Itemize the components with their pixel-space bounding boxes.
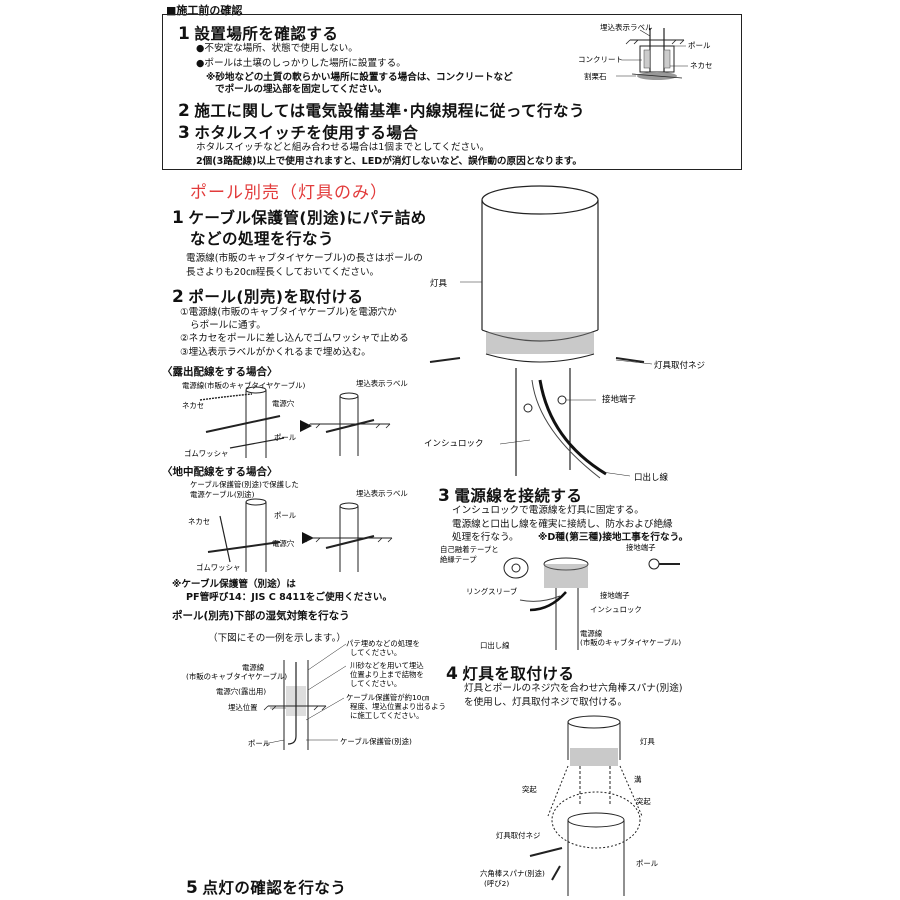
burial-diagram: 埋込表示ラベル ポール コンクリート ネカセ 割栗石: [578, 22, 713, 81]
moisture-note-3b: 程度、埋込位置より出るよう: [350, 702, 446, 711]
moisture-cable-b: (市販のキャブタイヤケーブル): [186, 672, 287, 681]
main-step-1-line-2: 長さよりも20㎝程長くしておいてください。: [186, 267, 380, 278]
pipe-note-1: ※ケーブル保護管（別途）は: [172, 579, 296, 590]
cable-mid-label-2: (市販のキャブタイヤケーブル): [580, 638, 681, 647]
precheck-step-3-note: 2個(3路配線)以上で使用されますと、LEDが消灯しないなど、誤作動の原因となり…: [196, 156, 583, 167]
mount-fixture-label: 灯具: [640, 737, 655, 746]
fixture-label: 灯具: [430, 278, 448, 289]
main-step-3-line-2: 電源線と口出し線を確実に接続し、防水および絶縁: [452, 519, 673, 530]
moisture-title: ポール(別売)下部の湿気対策を行なう: [172, 610, 350, 622]
underground-hole-label: 電源穴: [272, 539, 295, 548]
burial-gravel: 割栗石: [584, 71, 607, 81]
underground-pole-label: ポール: [274, 511, 297, 520]
underground-cable-label-2: 電源ケーブル(別途): [190, 490, 255, 499]
precheck-step-1-line-1: ●不安定な場所、状態で使用しない。: [196, 43, 358, 54]
burial-pole: ポール: [688, 41, 711, 50]
underground-label-tag: 埋込表示ラベル: [356, 489, 408, 498]
main-step-2-line-2: らポールに通す。: [190, 320, 266, 331]
main-step-3-line-3: 処理を行なう。: [452, 532, 519, 543]
tape-label-1: 自己融着テープと: [440, 545, 499, 554]
moisture-pos: 埋込位置: [228, 703, 258, 712]
moisture-hole: 電源穴(露出用): [216, 687, 266, 696]
mount-bump-label-2: 突起: [636, 797, 651, 806]
main-step-4-line-2: を使用し、灯具取付ネジで取付ける。: [464, 697, 628, 708]
cable-mid-label-1: 電源線: [580, 629, 603, 638]
ground-terminal-label: 接地端子: [602, 394, 637, 405]
moisture-note-2b: 位置より上まで詰物を: [350, 670, 424, 679]
underground-cable-label-1: ケーブル保護管(別途)で保護した: [190, 480, 299, 489]
mount-groove-label: 溝: [634, 775, 642, 784]
header-title: ■施工前の確認: [166, 4, 243, 17]
main-step-3-note: ※D種(第三種)接地工事を行なう。: [538, 532, 689, 543]
moisture-pipe: ケーブル保護管(別途): [340, 737, 412, 746]
pipe-note-2: PF管呼び14：JIS C 8411をご使用ください。: [186, 592, 393, 603]
underground-washer-label: ゴムワッシャ: [196, 563, 240, 572]
exposed-cable-label: 電源線(市販のキャブタイヤケーブル): [182, 381, 305, 390]
main-step-2-line-3: ②ネカセをポールに差し込んでゴムワッシャで止める: [180, 333, 409, 344]
burial-label-tag: 埋込表示ラベル: [600, 22, 653, 32]
lead-wire-label: 口出し線: [634, 472, 669, 483]
underground-title: 〈地中配線をする場合〉: [162, 466, 278, 478]
main-step-2-line-1: ①電源線(市販のキャブタイヤケーブル)を電源穴か: [180, 307, 397, 318]
main-step-1-title-2: などの処理を行なう: [190, 230, 335, 248]
mount-diagram: 灯具 溝 突起 突起 灯具取付ネジ ポール 六角棒スパナ(別途) (呼び2): [480, 715, 659, 896]
main-step-2-line-4: ③埋込表示ラベルがかくれるまで埋め込む。: [180, 347, 371, 358]
sleeve-label: リングスリーブ: [466, 587, 518, 596]
moisture-note-2c: してください。: [350, 679, 401, 688]
ground-top-label: 接地端子: [626, 543, 656, 552]
exposed-washer-label: ゴムワッシャ: [184, 449, 228, 458]
burial-nakase: ネカセ: [690, 61, 713, 70]
moisture-note-1b: してください。: [350, 648, 401, 657]
tape-label-2: 絶縁テープ: [440, 555, 477, 564]
underground-diagram: ケーブル保護管(別途)で保護した 電源ケーブル(別途) ネカセ ポール 電源穴 …: [188, 480, 408, 572]
precheck-step-1-note-1: ※砂地などの土質の軟らかい場所に設置する場合は、コンクリートなど: [206, 72, 513, 83]
exposed-hole-label: 電源穴: [272, 399, 295, 408]
moisture-note-3c: に施工してください。: [350, 711, 423, 720]
burial-concrete: コンクリート: [578, 55, 623, 64]
ground-mid-label: 接地端子: [600, 591, 630, 600]
underground-nakase-label: ネカセ: [188, 517, 210, 526]
precheck-frame: [162, 14, 742, 170]
moisture-subtitle: （下図にその一例を示します。）: [208, 633, 346, 644]
main-step-1-line-1: 電源線(市販のキャブタイヤケーブル)の長さはポールの: [186, 253, 423, 264]
main-red-title: ポール別売（灯具のみ）: [190, 183, 388, 203]
moisture-pole: ポール: [248, 739, 271, 748]
mount-wrench-label-2: (呼び2): [484, 879, 509, 888]
main-step-4-line-1: 灯具とポールのネジ穴を合わせ六角棒スパナ(別途): [464, 683, 683, 694]
lead-mid-label: 口出し線: [480, 641, 510, 650]
precheck-step-1-line-2: ●ポールは土壌のしっかりした場所に設置する。: [196, 58, 406, 69]
moisture-cable-a: 電源線: [242, 663, 265, 672]
main-step-3-line-1: インシュロックで電源線を灯具に固定する。: [452, 505, 644, 516]
mount-pole-label: ポール: [636, 859, 659, 868]
exposed-diagram: 電源線(市販のキャブタイヤケーブル) ネカセ 電源穴 ゴムワッシャ ポール 埋込…: [182, 379, 408, 458]
precheck-step-3-line: ホタルスイッチなどと組み合わせる場合は1個までとしてください。: [196, 142, 490, 153]
moisture-note-2a: 川砂などを用いて埋込: [350, 661, 424, 670]
insulock-mid-label: インシュロック: [590, 605, 642, 614]
moisture-note-3a: ケーブル保護管が約10㎝: [346, 693, 429, 702]
fixture-pole-diagram: 灯具 灯具取付ネジ 接地端子 インシュロック 口出し線: [424, 185, 705, 483]
exposed-nakase-label: ネカセ: [182, 401, 204, 410]
mount-screw-label: 灯具取付ネジ: [496, 831, 540, 840]
mount-wrench-label-1: 六角棒スパナ(別途): [480, 869, 545, 878]
insulock-label: インシュロック: [424, 439, 484, 449]
precheck-step-1-note-2: でポールの埋込部を固定してください。: [215, 84, 388, 95]
exposed-label-tag: 埋込表示ラベル: [356, 379, 408, 388]
fixture-screw-label: 灯具取付ネジ: [654, 360, 705, 371]
moisture-diagram: パテ埋めなどの処理を してください。 川砂などを用いて埋込 位置より上まで詰物を…: [186, 639, 446, 750]
exposed-pole-label: ポール: [274, 433, 297, 442]
mount-bump-label-1: 突起: [522, 785, 537, 794]
connection-diagram: 自己融着テープと 絶縁テープ リングスリーブ 接地端子 接地端子 インシュロック…: [440, 543, 681, 650]
exposed-title: 〈露出配線をする場合〉: [162, 366, 278, 378]
moisture-note-1a: パテ埋めなどの処理を: [346, 639, 420, 648]
